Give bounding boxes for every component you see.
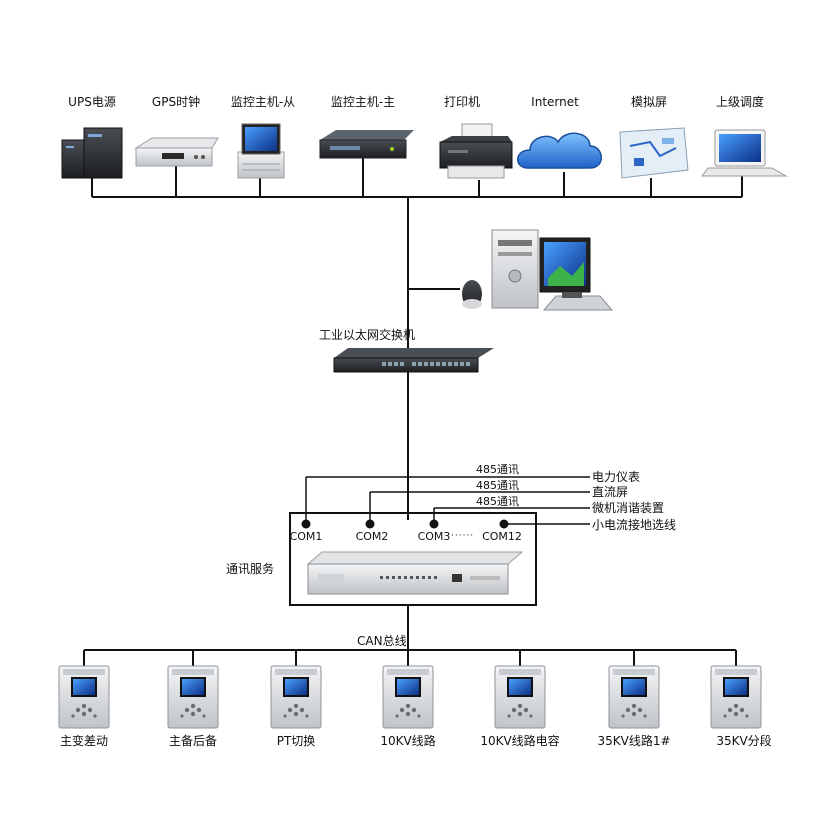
device-label-gps: GPS时钟: [151, 95, 201, 109]
device-label-printer: 打印机: [443, 95, 481, 109]
switch-label: 工业以太网交换机: [318, 328, 416, 342]
serial-lines: [305, 476, 590, 525]
top-bus-lines: [91, 158, 743, 520]
laptop-icon: [701, 129, 788, 177]
com-port-2: COM2: [355, 530, 389, 543]
com-port-12: COM12: [482, 530, 522, 543]
link-target-harmonic: 微机消谐装置: [592, 501, 665, 515]
relay-protection-icon: [270, 665, 322, 729]
device-label-server-slave: 监控主机-从: [230, 95, 296, 109]
link-protocol-2: 485通讯: [476, 479, 519, 492]
device-label-10kv-capacitor: 10KV线路电容: [480, 734, 560, 748]
ethernet-switch-icon: [333, 348, 494, 373]
gps-clock-icon: [134, 137, 219, 167]
relay-protection-icon: [710, 665, 762, 729]
ups-icon: [61, 127, 123, 179]
printer-icon: [439, 123, 513, 179]
workstation-pc-icon: [462, 229, 614, 311]
link-target-grounding: 小电流接地选线: [592, 518, 677, 532]
com-port-3: COM3: [417, 530, 451, 543]
relay-protection-icon: [382, 665, 434, 729]
server-slave-icon: [237, 123, 285, 179]
device-label-backup: 主备后备: [168, 734, 218, 748]
link-target-meter: 电力仪表: [592, 470, 641, 484]
com-port-1: COM1: [289, 530, 323, 543]
server-master-icon: [319, 130, 414, 159]
device-label-ups: UPS电源: [68, 95, 116, 109]
device-label-transformer-diff: 主变差动: [59, 734, 109, 748]
com-port-dots: [301, 519, 509, 529]
link-protocol-3: 485通讯: [476, 495, 519, 508]
device-label-pt-switch: PT切换: [276, 734, 316, 748]
device-label-dispatch: 上级调度: [715, 95, 765, 109]
relay-devices: [58, 665, 762, 729]
relay-protection-icon: [494, 665, 546, 729]
comm-server-icon: [306, 551, 524, 595]
can-bus-label: CAN总线: [357, 634, 407, 648]
comm-server-label: 通讯服务: [226, 562, 275, 576]
device-label-mimic-panel: 模拟屏: [630, 95, 668, 109]
relay-protection-icon: [608, 665, 660, 729]
comm-server-frame: [289, 512, 537, 606]
cloud-icon: [517, 132, 602, 169]
mimic-panel-icon: [619, 127, 689, 179]
link-protocol-1: 485通讯: [476, 463, 519, 476]
relay-protection-icon: [167, 665, 219, 729]
device-label-35kv-section: 35KV分段: [716, 734, 772, 748]
relay-protection-icon: [58, 665, 110, 729]
device-label-35kv-line: 35KV线路1#: [597, 734, 671, 748]
device-label-internet: Internet: [531, 95, 579, 109]
device-label-server-master: 监控主机-主: [330, 95, 396, 109]
device-label-10kv-line: 10KV线路: [380, 734, 436, 748]
can-bus-lines: [83, 605, 737, 666]
link-target-dc-panel: 直流屏: [592, 485, 629, 499]
com-ellipsis: ······: [451, 531, 475, 541]
